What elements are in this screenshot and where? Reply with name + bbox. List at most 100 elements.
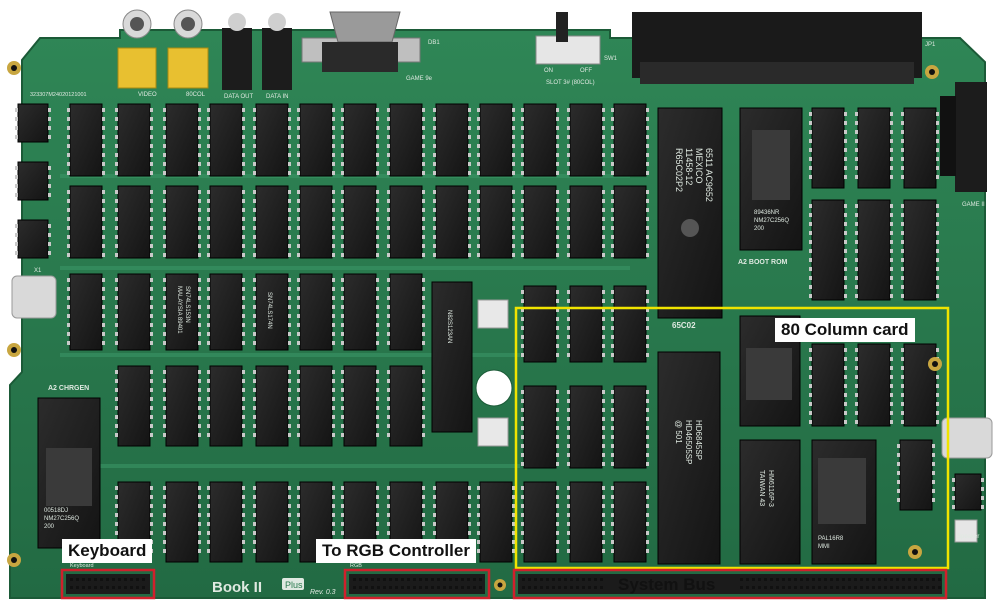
chip-pin (890, 357, 893, 361)
chip-pin (477, 531, 480, 535)
chip-pin (332, 504, 335, 508)
trace-line (100, 464, 520, 468)
chip-pin (163, 287, 166, 291)
chip-pin (422, 117, 425, 121)
ttl-chip (523, 285, 557, 363)
header-pin (353, 586, 356, 589)
chip-pin (646, 317, 649, 321)
chip-pin (207, 522, 210, 526)
chip-pin (844, 258, 847, 262)
chip-pin (242, 424, 245, 428)
chip-pin (556, 208, 559, 212)
chip-pin (297, 226, 300, 230)
chip-pin (102, 208, 105, 212)
chip-pin (567, 299, 570, 303)
chip-pin (376, 108, 379, 112)
chip-pin (253, 199, 256, 203)
chip-pin (901, 393, 904, 397)
chip-pin (602, 217, 605, 221)
chip-pin (422, 126, 425, 130)
chip-pin (198, 341, 201, 345)
chip-pin (48, 233, 51, 237)
system-bus-label: System Bus (618, 575, 716, 594)
chip-pin (556, 453, 559, 457)
header-pin (794, 586, 797, 589)
chip-pin (150, 424, 153, 428)
chip-pin (556, 522, 559, 526)
chip-pin (207, 296, 210, 300)
ttl-chip (613, 103, 647, 177)
chip-pin (376, 332, 379, 336)
chip-pin (477, 513, 480, 517)
chip-pin (981, 496, 984, 500)
chip-pin (150, 226, 153, 230)
chip-pin (646, 549, 649, 553)
chip-pin (477, 190, 480, 194)
chip-pin (567, 504, 570, 508)
chip-pin (521, 290, 524, 294)
chip-pin (468, 495, 471, 499)
chip-pin (387, 424, 390, 428)
chip-pin (207, 513, 210, 517)
chip-pin (376, 504, 379, 508)
chip-pin (602, 135, 605, 139)
chip-pin (163, 162, 166, 166)
header-pin (752, 578, 755, 581)
chip-pin (297, 117, 300, 121)
chip-pin (253, 513, 256, 517)
header-pin (522, 586, 525, 589)
header-pin (932, 586, 935, 589)
board-cutout-hole (475, 369, 513, 407)
chip-pin (242, 208, 245, 212)
keyboard-label: Keyboard (62, 539, 153, 563)
chip-pin (207, 370, 210, 374)
chip-pin (433, 162, 436, 166)
chip-pin (422, 522, 425, 526)
header-pin (564, 578, 567, 581)
chip-pin (855, 222, 858, 226)
chip-pin (341, 171, 344, 175)
ttl-chip (811, 107, 845, 189)
chip-pin (376, 495, 379, 499)
chip-pin (468, 235, 471, 239)
header-pin (425, 586, 428, 589)
ttl-chip (165, 365, 199, 447)
header-pin (371, 586, 374, 589)
chip-pin (809, 267, 812, 271)
header-pin (794, 578, 797, 581)
chip-pin (890, 130, 893, 134)
chip-pin (253, 126, 256, 130)
chip-pin (611, 253, 614, 257)
chip-pin (198, 379, 201, 383)
silk-data-in: DATA IN (266, 94, 288, 100)
chip-pin (288, 540, 291, 544)
ttl-chip (613, 185, 647, 259)
chip-pin (376, 287, 379, 291)
chip-pin (556, 108, 559, 112)
chip-pin (198, 495, 201, 499)
chip-pin (288, 217, 291, 221)
chip-pin (611, 326, 614, 330)
silk-db1: DB1 (428, 40, 440, 46)
rgb-header-body (349, 574, 485, 594)
chip-pin (855, 348, 858, 352)
chip-pin (556, 171, 559, 175)
chip-pin (512, 162, 515, 166)
chip-pin (253, 217, 256, 221)
chip-pin (646, 335, 649, 339)
chip-pin (288, 341, 291, 345)
chip-pin (115, 296, 118, 300)
chip-pin (242, 504, 245, 508)
chip-pin (376, 278, 379, 282)
rca-video-jack (117, 9, 157, 89)
ttl-chip (389, 103, 423, 177)
chip-pin (387, 144, 390, 148)
chip-pin (163, 278, 166, 282)
board-revision: Rev. 0.3 (310, 589, 336, 596)
chip-pin (332, 253, 335, 257)
expansion-slot-connector (632, 12, 922, 84)
chip-pin (253, 540, 256, 544)
header-pin (746, 586, 749, 589)
chip-pin (567, 462, 570, 466)
chip-pin (433, 208, 436, 212)
